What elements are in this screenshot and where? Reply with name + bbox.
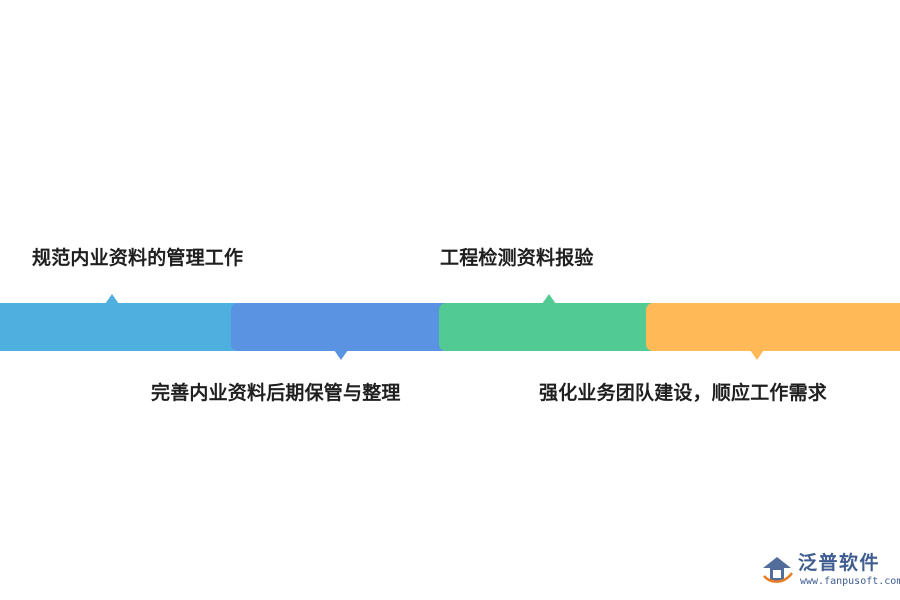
timeline-pointer-2 <box>334 350 348 360</box>
timeline-pointer-1 <box>105 294 119 304</box>
brand-name: 泛普软件 <box>798 552 881 574</box>
brand-watermark: 泛普软件 www.fanpusoft.com <box>762 552 900 590</box>
timeline-pointer-4 <box>750 350 764 360</box>
brand-url: www.fanpusoft.com <box>800 576 900 587</box>
timeline-pointer-3 <box>542 294 556 304</box>
timeline-band-3 <box>439 303 659 351</box>
step-label-4: 强化业务团队建设，顺应工作需求 <box>539 382 828 404</box>
step-label-3: 工程检测资料报验 <box>440 247 594 269</box>
step-label-2: 完善内业资料后期保管与整理 <box>151 382 401 404</box>
timeline-band-2 <box>231 303 451 351</box>
timeline-band-4 <box>646 303 900 351</box>
fanpu-logo-icon <box>763 557 794 583</box>
step-label-1: 规范内业资料的管理工作 <box>32 247 244 269</box>
timeline-band-1 <box>0 303 242 351</box>
